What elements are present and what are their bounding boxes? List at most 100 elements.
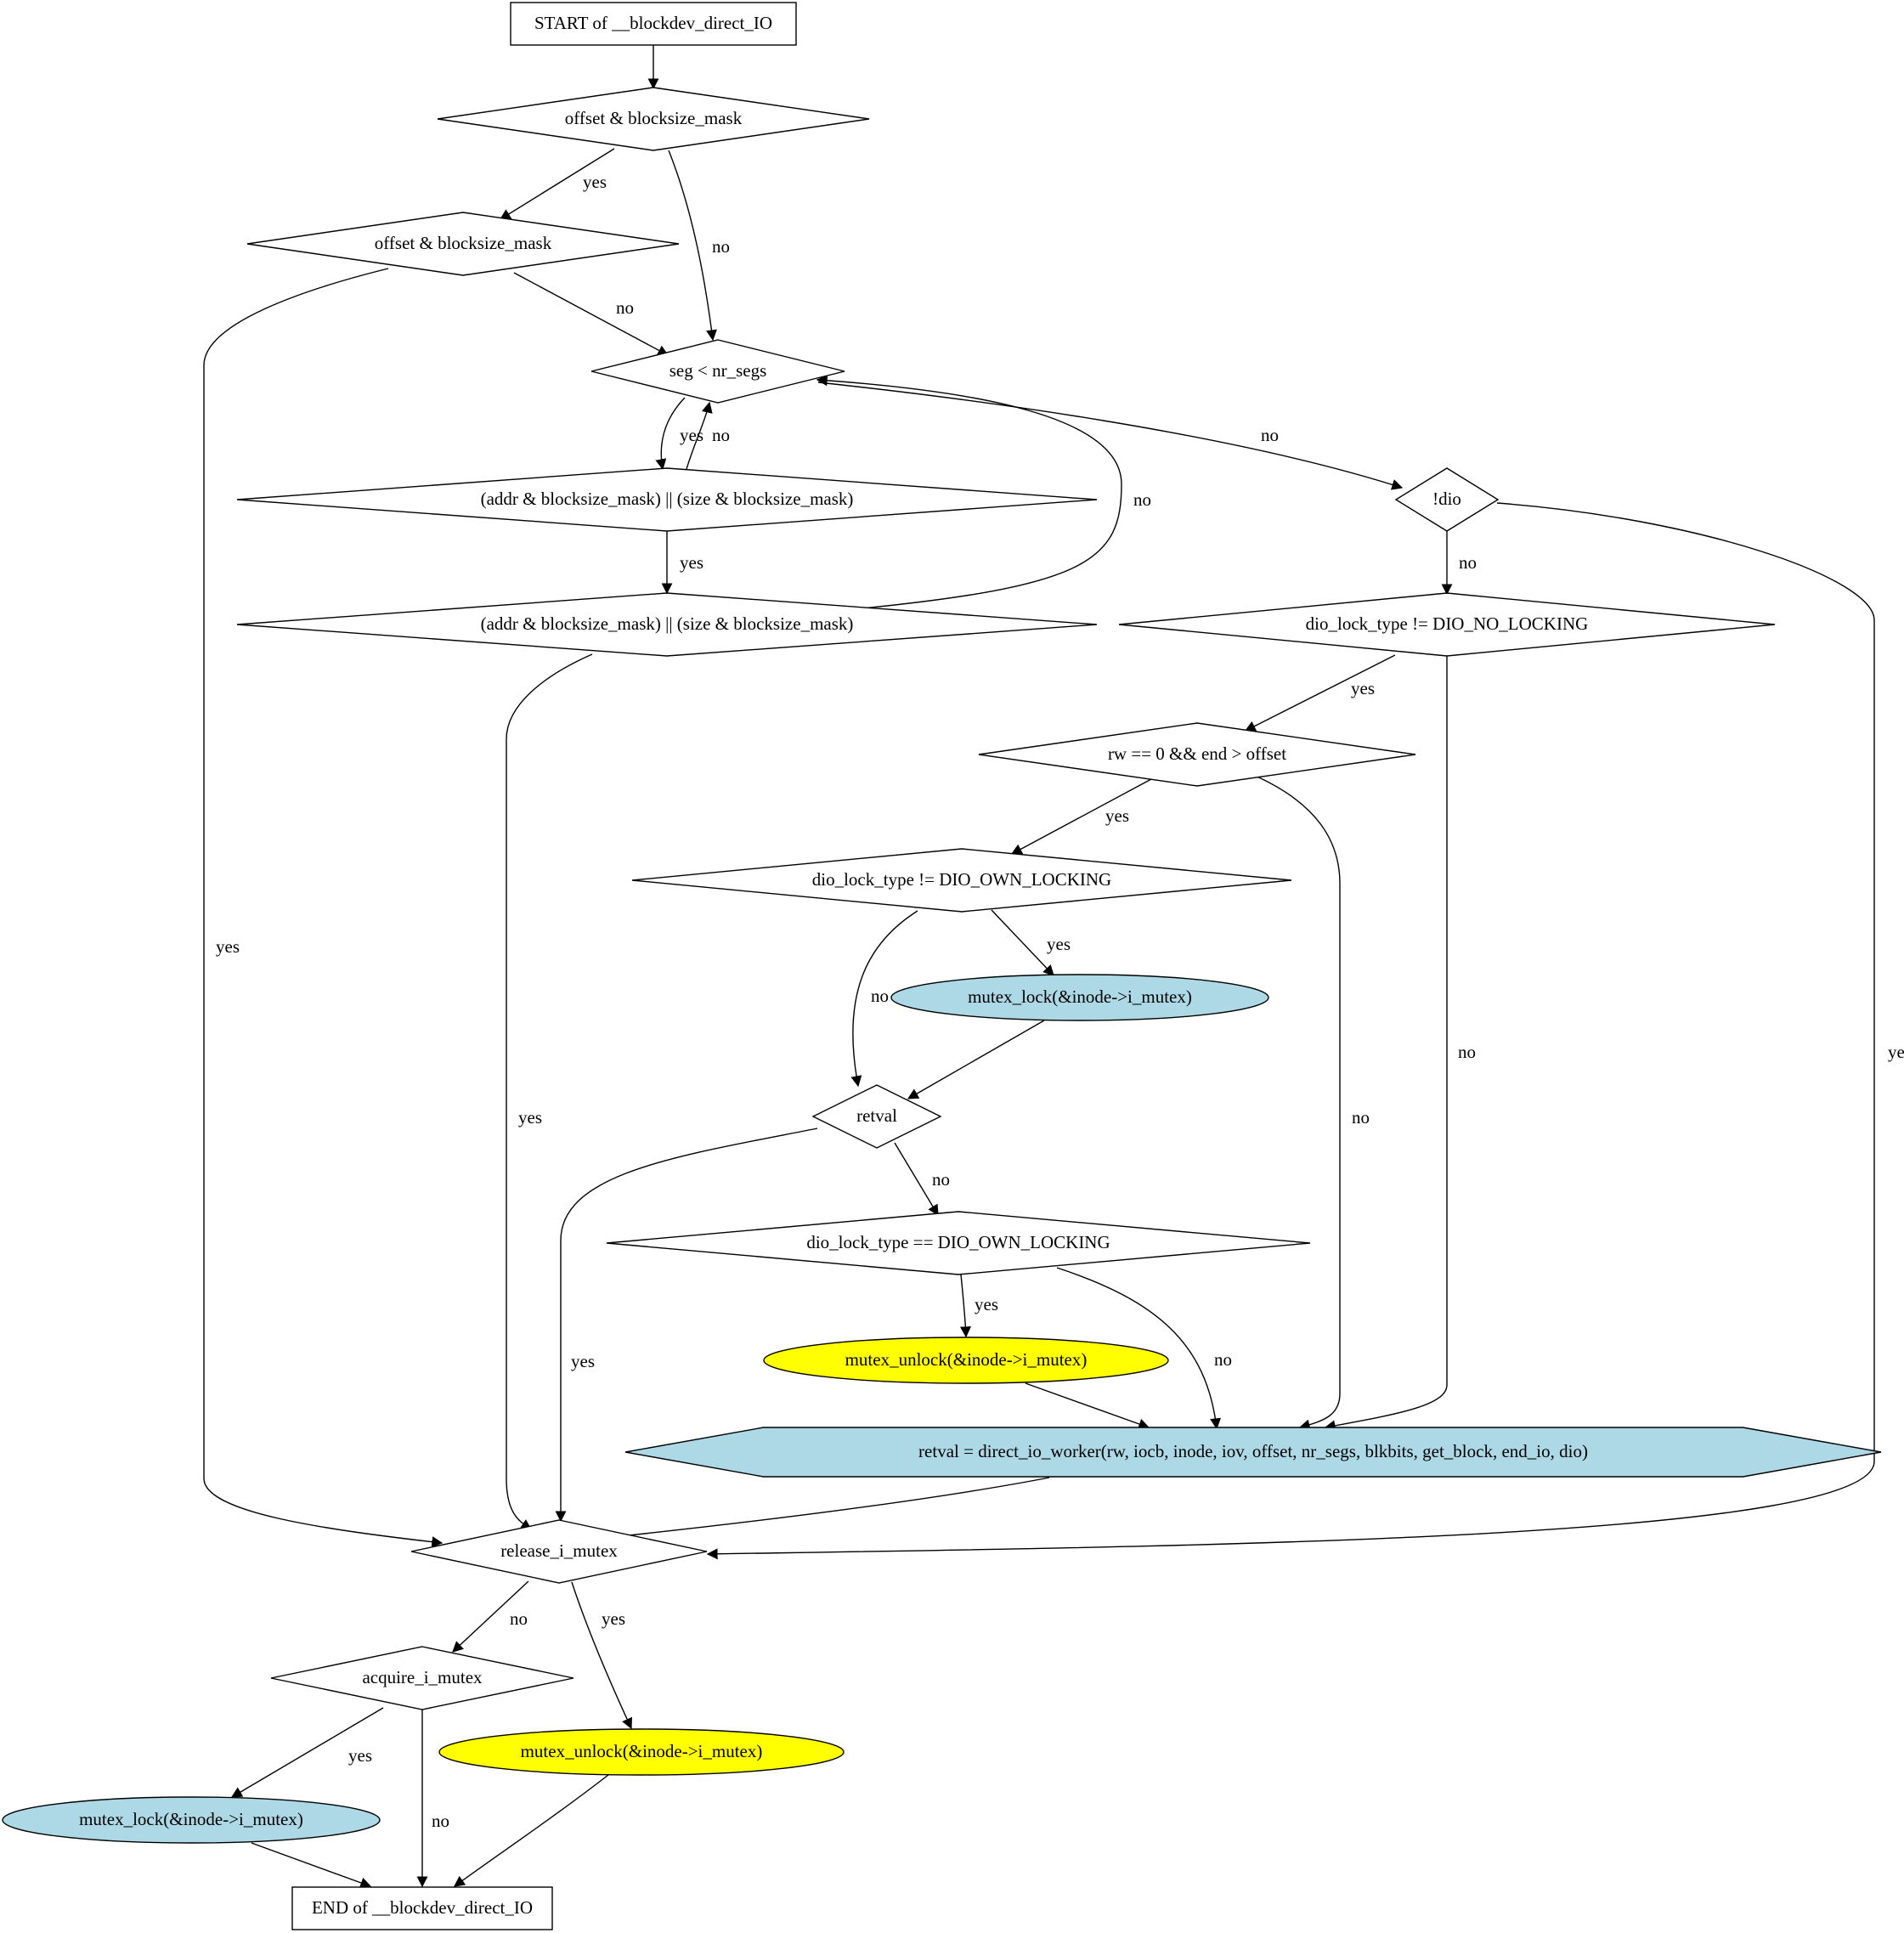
node-label-loop: seg < nr_segs (670, 360, 767, 381)
node-label-worker: retval = direct_io_worker(rw, iocb, inod… (918, 1441, 1588, 1461)
node-lock1: mutex_lock(&inode->i_mutex) (890, 974, 1269, 1021)
edge-label-d1-to-d2: yes (583, 172, 607, 192)
edge-eqown-to-unlock1 (959, 1274, 971, 1338)
edge-label-d2-to-loop: no (616, 297, 634, 318)
edge-label-eqown-to-unlock1: yes (975, 1294, 998, 1314)
node-shape-d4 (236, 592, 1098, 657)
edge-unlock2-to-end (453, 1774, 609, 1887)
edge-label-ndio-to-nolock: no (1459, 552, 1477, 573)
node-ndio: !dio (1394, 467, 1500, 532)
edge-d1-to-d2 (499, 148, 615, 220)
edge-worker-to-release (596, 1477, 1050, 1544)
edge-d3-to-loop (686, 401, 713, 470)
edge-d4-to-loop (816, 375, 1122, 610)
edge-label-ownlock-to-lock1: yes (1047, 934, 1071, 954)
edge-label-d4-to-loop: no (1133, 489, 1151, 510)
edge-rw-to-worker (1252, 774, 1341, 1431)
node-shape-lock2 (2, 1796, 381, 1844)
node-end: END of __blockdev_direct_IO (291, 1886, 553, 1930)
node-rw: rw == 0 && end > offset (978, 722, 1416, 787)
node-label-d1: offset & blocksize_mask (565, 108, 743, 128)
node-lock2: mutex_lock(&inode->i_mutex) (2, 1796, 381, 1844)
node-shape-start (510, 2, 797, 46)
node-retval: retval (811, 1084, 942, 1149)
node-unlock1: mutex_unlock(&inode->i_mutex) (763, 1337, 1169, 1384)
edge-label-d3-to-d4: yes (680, 552, 703, 573)
node-shape-loop (590, 339, 845, 404)
node-shape-end (291, 1886, 553, 1930)
edge-label-d4-to-release: yes (518, 1107, 542, 1128)
node-label-retval: retval (856, 1105, 897, 1126)
node-d1: offset & blocksize_mask (437, 87, 870, 151)
node-shape-retval (811, 1084, 942, 1149)
node-label-unlock2: mutex_unlock(&inode->i_mutex) (521, 1741, 763, 1761)
node-nolock: dio_lock_type != DIO_NO_LOCKING (1118, 592, 1776, 657)
node-shape-eqown (606, 1211, 1311, 1275)
node-shape-worker (624, 1427, 1882, 1478)
edge-label-nolock-to-rw: yes (1351, 678, 1375, 698)
edge-retval-to-release (555, 1128, 818, 1523)
node-shape-d3 (236, 467, 1098, 532)
edge-label-release-to-unlock2: yes (602, 1608, 625, 1629)
edge-label-acquire-to-lock2: yes (348, 1745, 372, 1766)
node-loop: seg < nr_segs (590, 339, 845, 404)
edge-ownlock-to-retval (850, 910, 918, 1088)
edge-label-retval-to-release: yes (571, 1351, 595, 1371)
node-label-d3: (addr & blocksize_mask) || (size & block… (481, 489, 854, 509)
edge-label-rw-to-worker: no (1352, 1107, 1370, 1128)
node-shape-unlock2 (438, 1728, 845, 1776)
node-label-nolock: dio_lock_type != DIO_NO_LOCKING (1306, 613, 1589, 634)
node-label-lock2: mutex_lock(&inode->i_mutex) (79, 1809, 303, 1829)
node-label-d4: (addr & blocksize_mask) || (size & block… (481, 613, 854, 634)
node-label-ndio: !dio (1432, 489, 1461, 509)
node-d3: (addr & blocksize_mask) || (size & block… (236, 467, 1098, 532)
node-start: START of __blockdev_direct_IO (510, 2, 797, 46)
edge-label-rw-to-ownlock: yes (1105, 805, 1129, 826)
node-unlock2: mutex_unlock(&inode->i_mutex) (438, 1728, 845, 1776)
node-shape-release (410, 1519, 708, 1584)
node-label-ownlock: dio_lock_type != DIO_OWN_LOCKING (812, 869, 1111, 890)
edge-label-release-to-acquire: no (510, 1608, 528, 1629)
node-shape-d1 (437, 87, 870, 151)
node-shape-rw (978, 722, 1416, 787)
node-label-rw: rw == 0 && end > offset (1108, 743, 1286, 764)
node-release: release_i_mutex (410, 1519, 708, 1584)
edge-label-loop-to-d3: yes (680, 425, 703, 445)
node-label-end: END of __blockdev_direct_IO (312, 1897, 533, 1918)
node-acquire: acquire_i_mutex (270, 1646, 574, 1710)
edge-label-loop-to-ndio: no (1261, 425, 1279, 445)
edge-loop-to-ndio (817, 382, 1404, 490)
edge-eqown-to-worker (1056, 1267, 1222, 1430)
edge-loop-to-d3 (655, 397, 686, 471)
edge-label-retval-to-eqown: no (932, 1169, 950, 1190)
node-label-eqown: dio_lock_type == DIO_OWN_LOCKING (806, 1232, 1110, 1252)
node-label-start: START of __blockdev_direct_IO (534, 13, 772, 33)
node-shape-unlock1 (763, 1337, 1169, 1384)
edge-retval-to-eqown (894, 1142, 939, 1217)
edge-label-d2-to-release: yes (216, 936, 240, 957)
edges: yes no yes no yes no no yes no yes no yes yes no yes no… (203, 45, 1904, 1889)
edge-unlock1-to-worker (1025, 1382, 1150, 1430)
node-ownlock: dio_lock_type != DIO_OWN_LOCKING (631, 848, 1292, 913)
node-eqown: dio_lock_type == DIO_OWN_LOCKING (606, 1211, 1311, 1275)
edge-release-to-acquire (452, 1580, 529, 1653)
node-shape-nolock (1118, 592, 1776, 657)
node-shape-ownlock (631, 848, 1292, 913)
edge-label-d1-to-loop: no (712, 236, 730, 257)
node-shape-d2 (246, 212, 680, 276)
edge-ndio-to-release (706, 502, 1875, 1560)
edge-d4-to-release (506, 653, 593, 1530)
edge-lock2-to-end (251, 1842, 372, 1889)
edge-nolock-to-rw (1244, 654, 1396, 732)
edge-label-eqown-to-worker: no (1214, 1349, 1232, 1370)
node-label-d2: offset & blocksize_mask (375, 233, 552, 253)
node-d2: offset & blocksize_mask (246, 212, 680, 276)
edge-label-nolock-to-worker: no (1458, 1042, 1476, 1062)
node-label-lock1: mutex_lock(&inode->i_mutex) (968, 986, 1192, 1007)
edge-label-acquire-to-end: no (432, 1811, 449, 1831)
node-shape-ndio (1394, 467, 1500, 532)
edge-nolock-to-worker (1324, 656, 1448, 1432)
edge-label-ndio-to-release: yes (1888, 1042, 1904, 1062)
